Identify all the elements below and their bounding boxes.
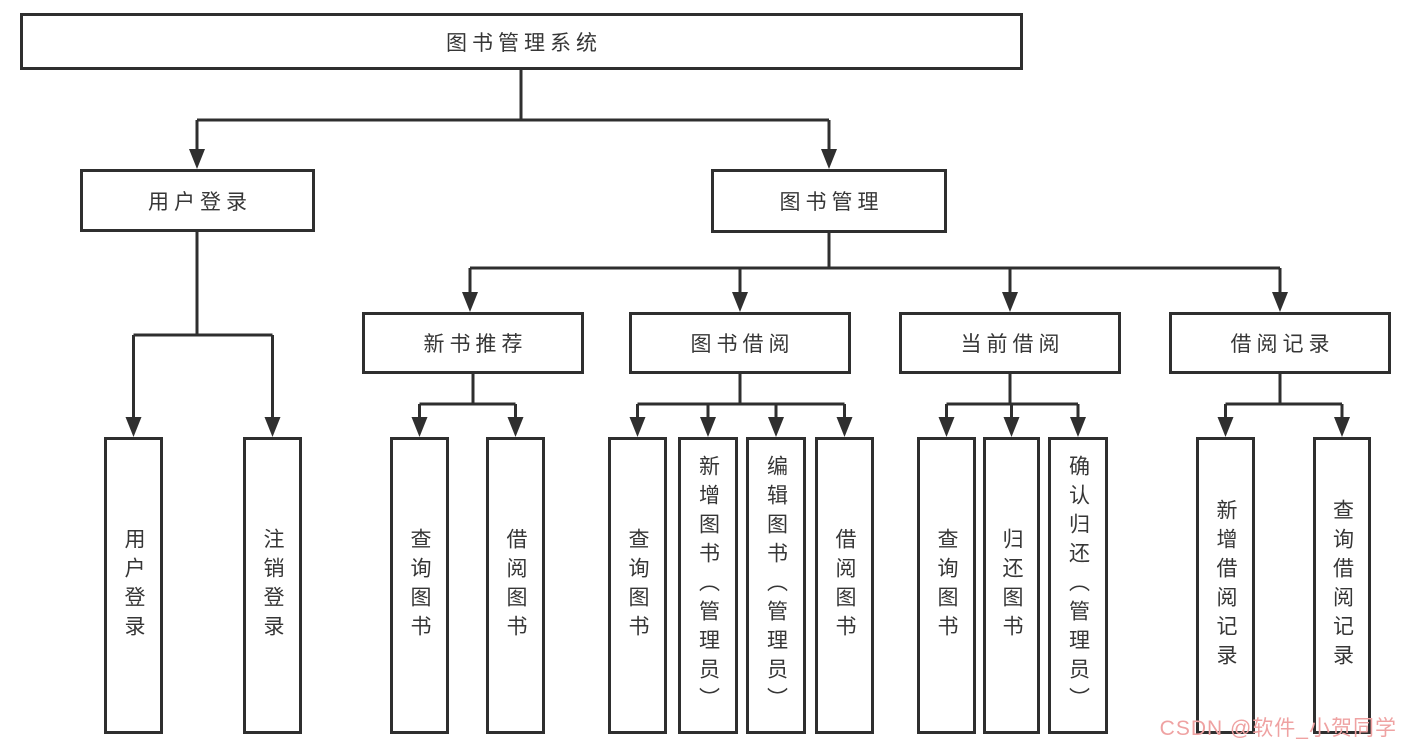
node-leaf-logout: 注销登录 xyxy=(243,437,302,734)
node-leaf-borrow-query-books-label: 查询图书 xyxy=(626,527,650,644)
node-leaf-current-query-books: 查询图书 xyxy=(917,437,976,734)
node-leaf-edit-books-admin: 编辑图书（管理员） xyxy=(746,437,806,734)
node-leaf-recommend-query-books: 查询图书 xyxy=(390,437,449,734)
node-book-borrowing: 图书借阅 xyxy=(629,312,851,374)
node-leaf-current-query-books-label: 查询图书 xyxy=(935,527,959,644)
node-book-management-system: 图书管理系统 xyxy=(20,13,1023,70)
node-leaf-recommend-borrow-books-label: 借阅图书 xyxy=(504,527,528,644)
node-leaf-add-books-admin-label: 新增图书（管理员） xyxy=(696,455,720,716)
node-leaf-add-books-admin: 新增图书（管理员） xyxy=(678,437,738,734)
node-leaf-query-borrow-record-label: 查询借阅记录 xyxy=(1330,498,1354,673)
node-leaf-confirm-return-admin-label: 确认归还（管理员） xyxy=(1066,455,1090,716)
node-book-management-branch: 图书管理 xyxy=(711,169,947,233)
node-leaf-query-borrow-record: 查询借阅记录 xyxy=(1313,437,1371,734)
node-leaf-add-borrow-record: 新增借阅记录 xyxy=(1196,437,1255,734)
node-leaf-logout-label: 注销登录 xyxy=(261,527,285,644)
node-leaf-confirm-return-admin: 确认归还（管理员） xyxy=(1048,437,1108,734)
node-leaf-return-books-label: 归还图书 xyxy=(1000,527,1024,644)
node-leaf-borrow-borrow-books-label: 借阅图书 xyxy=(833,527,857,644)
node-current-borrowing: 当前借阅 xyxy=(899,312,1121,374)
node-leaf-recommend-borrow-books: 借阅图书 xyxy=(486,437,545,734)
arrowheads xyxy=(125,149,1350,437)
node-new-book-recommendation: 新书推荐 xyxy=(362,312,584,374)
node-leaf-borrow-query-books: 查询图书 xyxy=(608,437,667,734)
node-leaf-edit-books-admin-label: 编辑图书（管理员） xyxy=(764,455,788,716)
csdn-watermark: CSDN @软件_小贺同学 xyxy=(1159,717,1397,740)
node-leaf-user-login: 用户登录 xyxy=(104,437,163,734)
node-leaf-user-login-label: 用户登录 xyxy=(122,527,146,644)
node-leaf-recommend-query-books-label: 查询图书 xyxy=(408,527,432,644)
node-leaf-borrow-borrow-books: 借阅图书 xyxy=(815,437,874,734)
node-leaf-add-borrow-record-label: 新增借阅记录 xyxy=(1214,498,1238,673)
node-leaf-return-books: 归还图书 xyxy=(983,437,1040,734)
node-user-login-branch: 用户登录 xyxy=(80,169,315,232)
node-borrowing-records: 借阅记录 xyxy=(1169,312,1391,374)
